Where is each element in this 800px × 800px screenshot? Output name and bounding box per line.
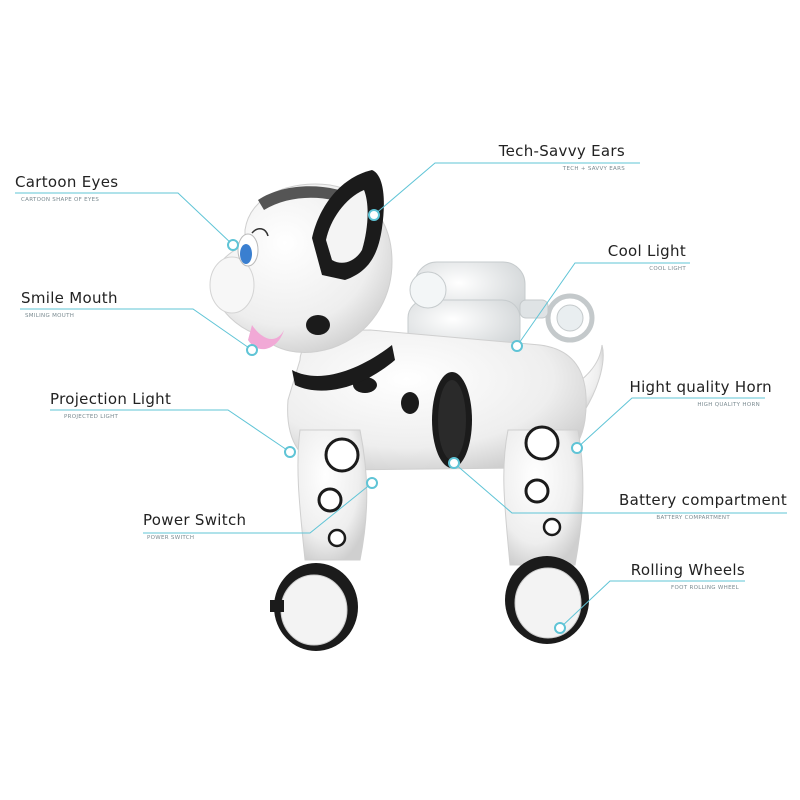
callout-title: Smile Mouth	[21, 289, 118, 307]
callout-battery-compartment: Battery compartment BATTERY COMPARTMENT	[600, 491, 787, 521]
callout-subtitle: SMILING MOUTH	[25, 313, 75, 319]
callout-cartoon-eyes: Cartoon Eyes CARTOON SHAPE OF EYES	[15, 173, 118, 203]
callout-subtitle: COOL LIGHT	[649, 266, 686, 272]
callout-subtitle: TECH + SAVVY EARS	[562, 166, 625, 172]
callout-subtitle: BATTERY COMPARTMENT	[656, 515, 730, 521]
callout-title: Cartoon Eyes	[15, 173, 119, 191]
callout-subtitle: POWER SWITCH	[147, 535, 195, 541]
callout-power-switch: Power Switch POWER SWITCH	[143, 511, 246, 541]
callout-subtitle: FOOT ROLLING WHEEL	[671, 585, 739, 591]
callout-title: Battery compartment	[618, 491, 787, 509]
callout-title: Cool Light	[607, 242, 686, 260]
callout-title: Tech-Savvy Ears	[498, 142, 625, 160]
callout-subtitle: CARTOON SHAPE OF EYES	[21, 197, 100, 203]
callout-subtitle: PROJECTED LIGHT	[64, 414, 119, 420]
cool-light-pack	[407, 261, 595, 356]
callout-projection-light: Projection Light PROJECTED LIGHT	[50, 390, 171, 420]
callout-rolling-wheels: Rolling Wheels FOOT ROLLING WHEEL	[620, 561, 745, 591]
callout-title: Projection Light	[50, 390, 172, 408]
callout-tech-savvy-ears: Tech-Savvy Ears TECH + SAVVY EARS	[470, 142, 625, 172]
callout-smile-mouth: Smile Mouth SMILING MOUTH	[21, 289, 118, 319]
callout-cool-light: Cool Light COOL LIGHT	[590, 242, 686, 272]
callout-title: Rolling Wheels	[630, 561, 745, 579]
callout-hight-quality-horn: Hight quality Horn HIGH QUALITY HORN	[612, 378, 772, 408]
callout-title: Hight quality Horn	[629, 378, 772, 396]
callout-subtitle: HIGH QUALITY HORN	[697, 402, 760, 408]
callout-title: Power Switch	[143, 511, 247, 529]
